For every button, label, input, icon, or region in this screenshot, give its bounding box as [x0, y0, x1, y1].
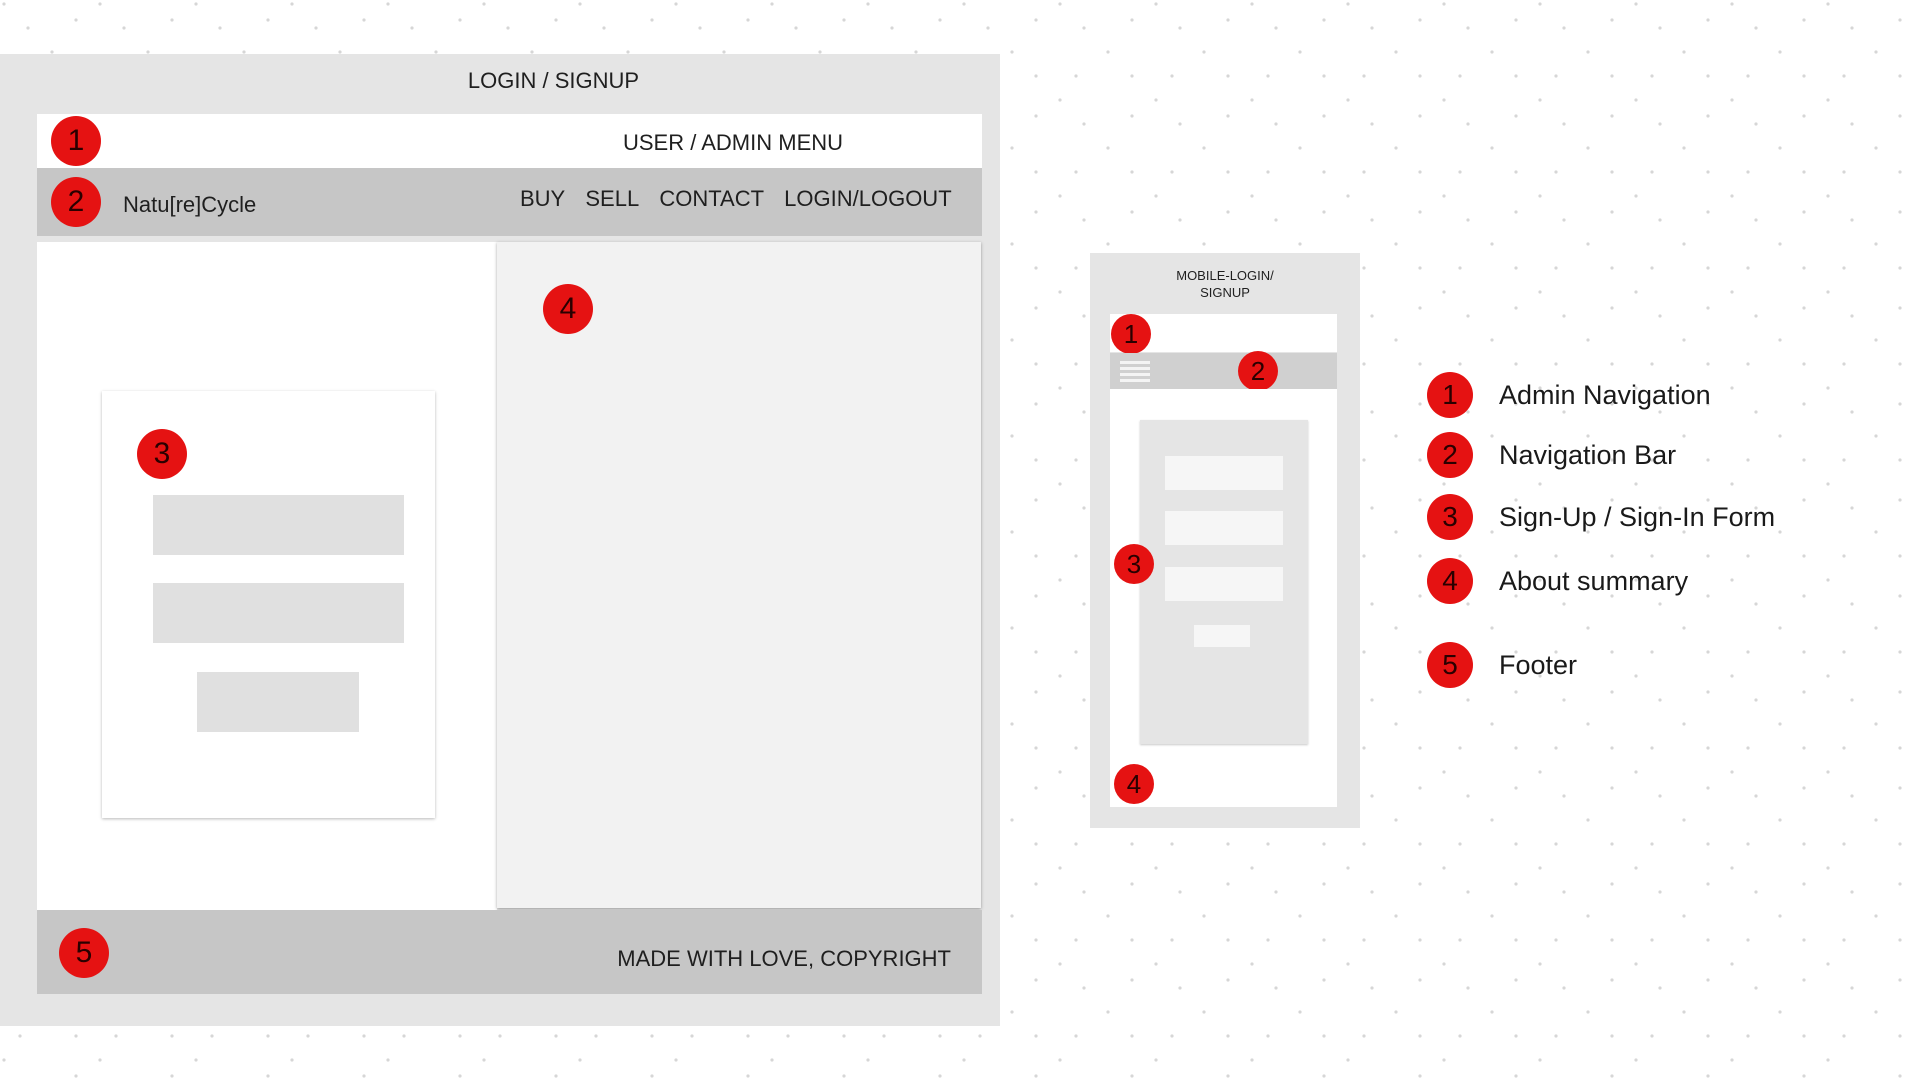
- nav-links: BUY SELL CONTACT LOGIN/LOGOUT: [520, 186, 966, 212]
- legend: 1 Admin Navigation 2 Navigation Bar 3 Si…: [1427, 372, 1847, 712]
- mobile-form-submit-button-placeholder[interactable]: [1194, 625, 1250, 647]
- mobile-signup-signin-form: [1140, 420, 1308, 744]
- marker-5: 5: [59, 928, 109, 978]
- form-field-placeholder[interactable]: [153, 495, 404, 555]
- mobile-form-field-placeholder[interactable]: [1165, 511, 1283, 545]
- legend-label: Sign-Up / Sign-In Form: [1499, 502, 1776, 532]
- mobile-title-line: SIGNUP: [1200, 285, 1250, 300]
- footer-bar: 5 MADE WITH LOVE, COPYRIGHT: [37, 910, 982, 994]
- mobile-content-area: [1110, 389, 1337, 807]
- marker-4: 4: [543, 284, 593, 334]
- legend-item: 4 About summary: [1427, 558, 1847, 608]
- mobile-wireframe: MOBILE-LOGIN/ SIGNUP 1 2 3 4: [1090, 253, 1360, 828]
- form-area: 3: [37, 242, 497, 914]
- mobile-page-title: MOBILE-LOGIN/ SIGNUP: [1090, 267, 1360, 301]
- legend-label: About summary: [1499, 566, 1689, 596]
- mobile-navigation-bar: [1110, 353, 1337, 389]
- mobile-marker-2: 2: [1238, 351, 1278, 391]
- nav-link-buy[interactable]: BUY: [520, 186, 566, 211]
- mobile-title-line: MOBILE-LOGIN/: [1176, 268, 1274, 283]
- legend-marker: 4: [1427, 558, 1473, 604]
- about-summary-panel: 4: [497, 242, 981, 908]
- legend-marker: 2: [1427, 432, 1473, 478]
- signup-signin-form-card: 3: [102, 391, 435, 818]
- footer-copyright-text: MADE WITH LOVE, COPYRIGHT: [617, 946, 951, 971]
- nav-link-sell[interactable]: SELL: [585, 186, 640, 211]
- legend-item: 3 Sign-Up / Sign-In Form: [1427, 494, 1847, 544]
- desktop-page-title: LOGIN / SIGNUP: [467, 68, 640, 93]
- admin-menu-label[interactable]: USER / ADMIN MENU: [623, 130, 844, 155]
- mobile-form-field-placeholder[interactable]: [1165, 456, 1283, 490]
- navigation-bar: 2 Natu[re]Cycle BUY SELL CONTACT LOGIN/L…: [37, 168, 982, 236]
- legend-marker: 3: [1427, 494, 1473, 540]
- legend-item: 1 Admin Navigation: [1427, 372, 1847, 422]
- legend-marker: 1: [1427, 372, 1473, 418]
- form-field-placeholder[interactable]: [153, 583, 404, 643]
- legend-label: Admin Navigation: [1499, 380, 1711, 410]
- mobile-marker-3: 3: [1114, 544, 1154, 584]
- legend-label: Footer: [1499, 650, 1578, 680]
- mobile-form-field-placeholder[interactable]: [1165, 567, 1283, 601]
- marker-1: 1: [51, 116, 101, 166]
- marker-2: 2: [51, 177, 101, 227]
- nav-link-contact[interactable]: CONTACT: [659, 186, 765, 211]
- legend-label: Navigation Bar: [1499, 440, 1677, 470]
- admin-menu-bar: 1 USER / ADMIN MENU: [37, 114, 982, 168]
- brand-logo-text[interactable]: Natu[re]Cycle: [123, 192, 257, 217]
- hamburger-menu-icon[interactable]: [1120, 361, 1150, 385]
- mobile-marker-1: 1: [1111, 314, 1151, 354]
- desktop-wireframe: LOGIN / SIGNUP 1 USER / ADMIN MENU 2 Nat…: [0, 54, 1000, 1026]
- nav-link-login-logout[interactable]: LOGIN/LOGOUT: [784, 186, 952, 211]
- marker-3: 3: [137, 429, 187, 479]
- legend-item: 5 Footer: [1427, 642, 1847, 692]
- form-submit-button-placeholder[interactable]: [197, 672, 359, 732]
- legend-item: 2 Navigation Bar: [1427, 432, 1847, 482]
- legend-marker: 5: [1427, 642, 1473, 688]
- mobile-marker-4: 4: [1114, 764, 1154, 804]
